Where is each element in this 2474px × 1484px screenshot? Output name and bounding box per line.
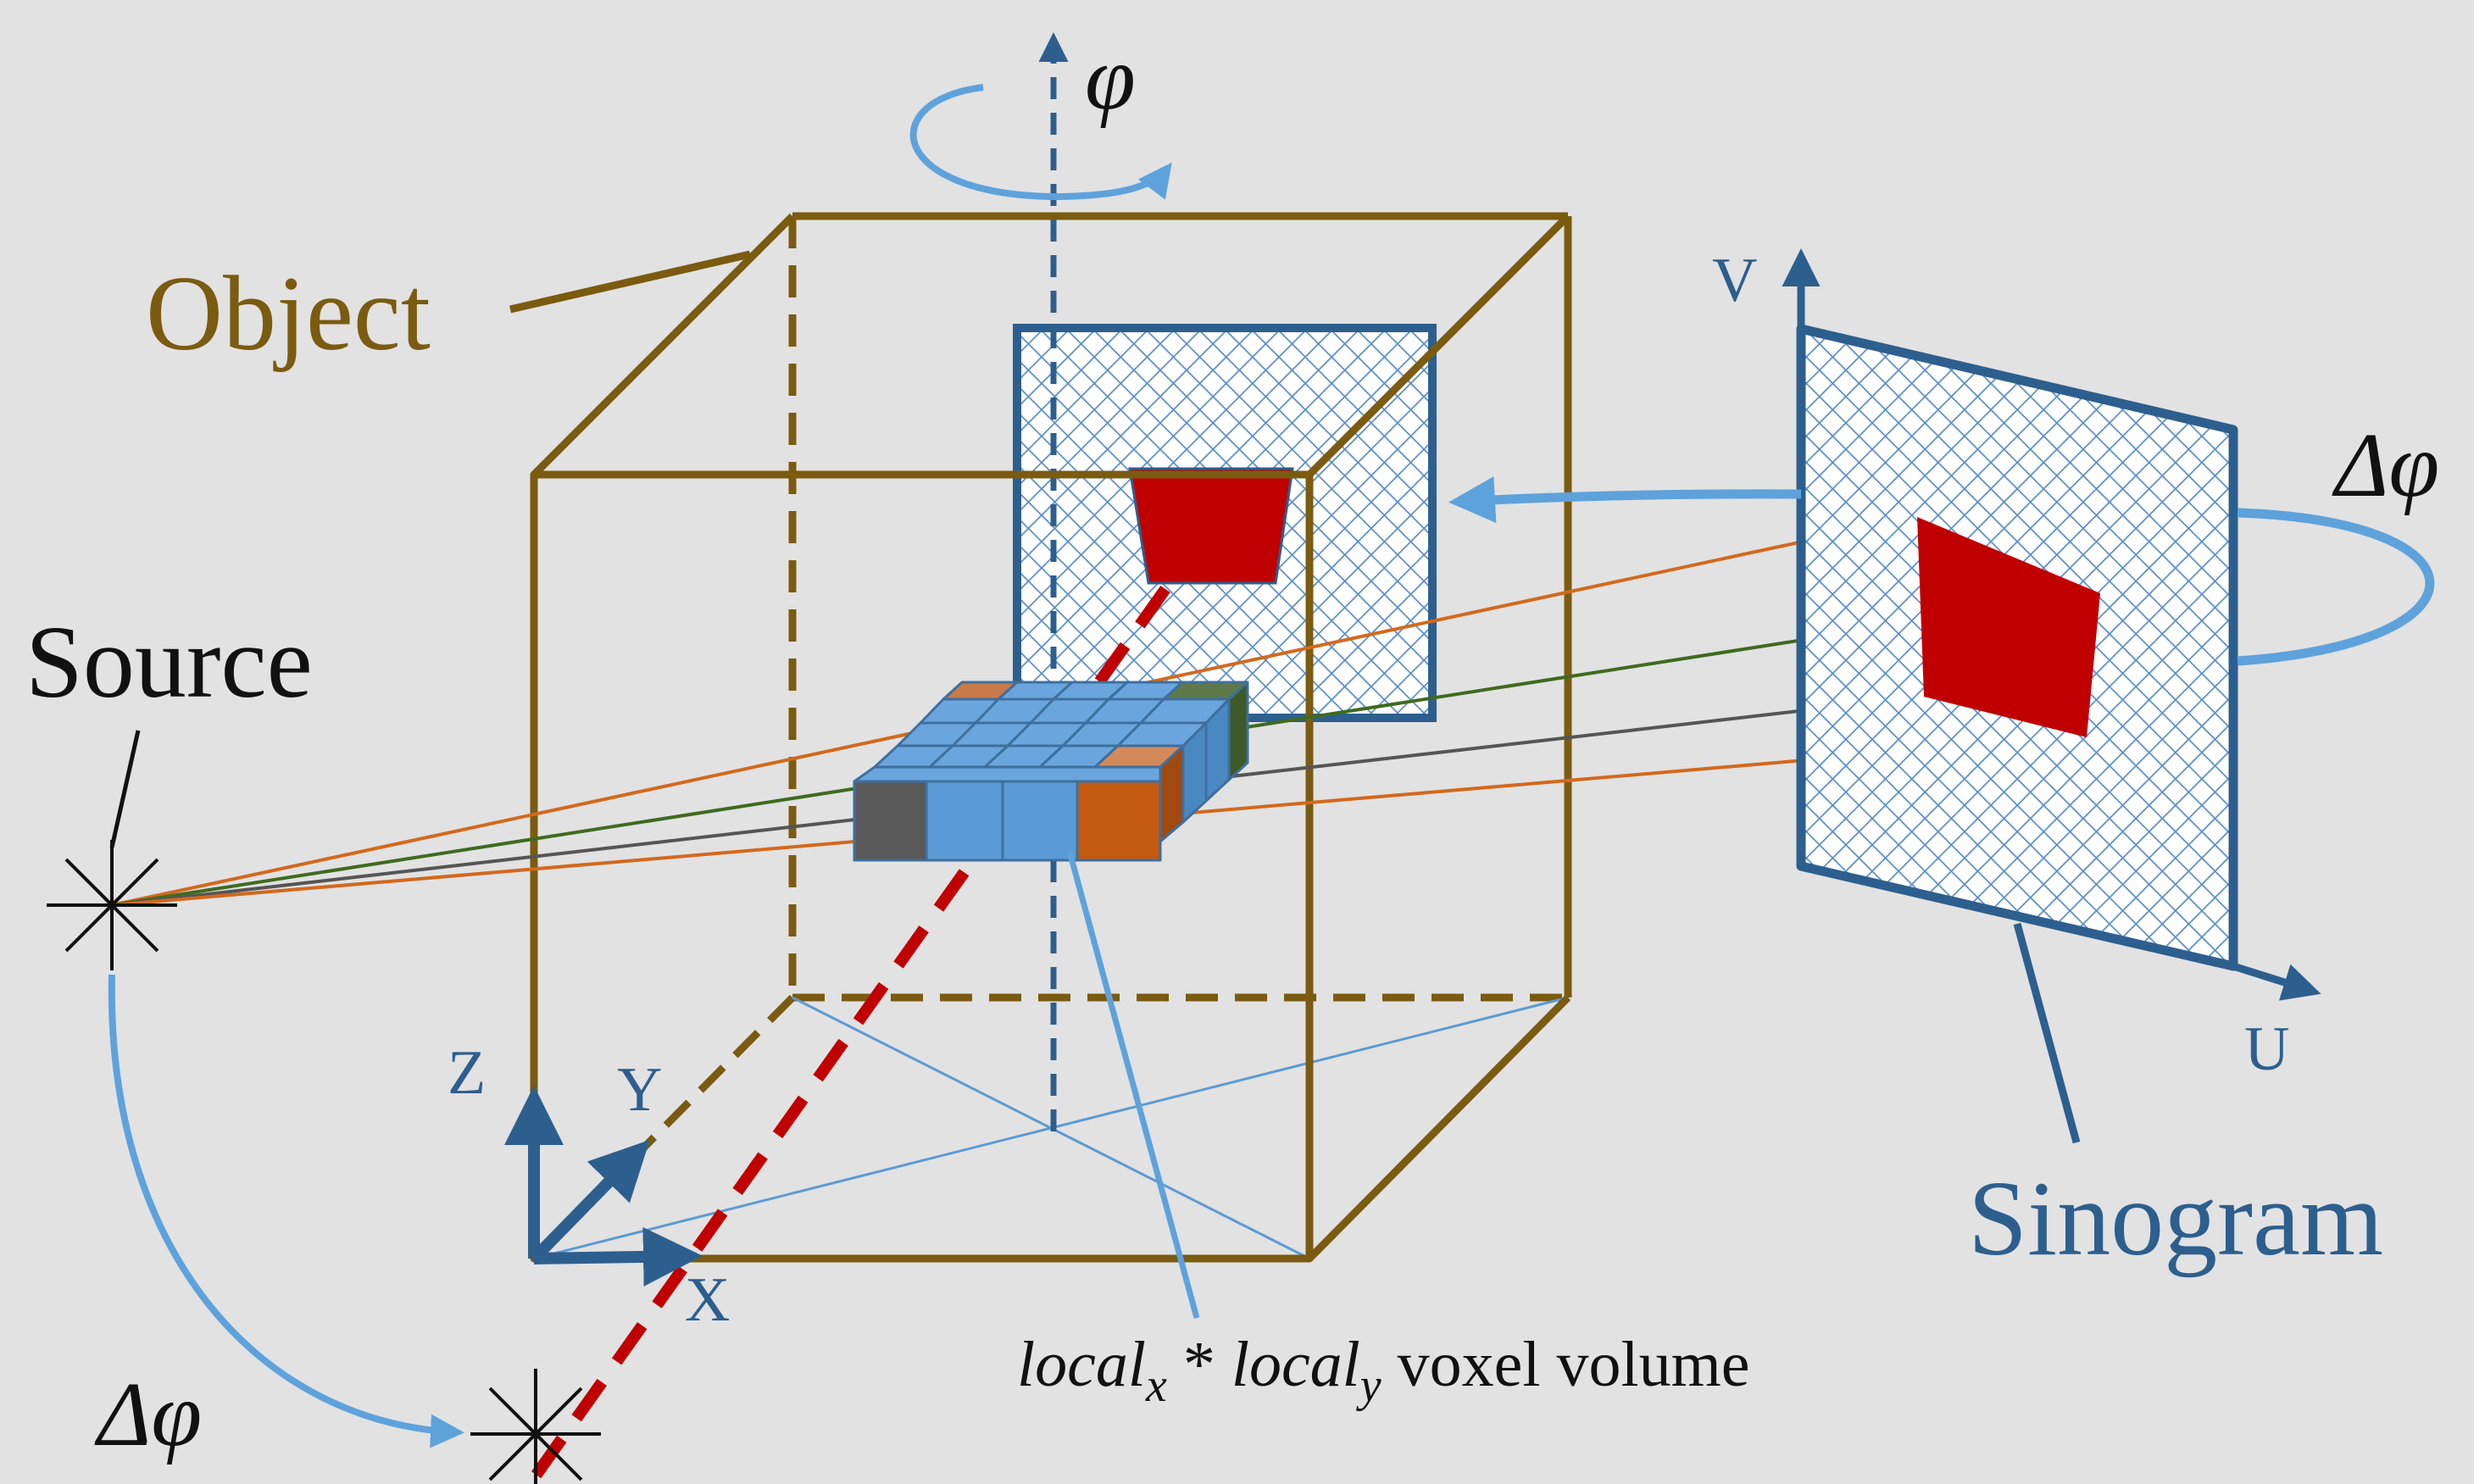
- voxel-caption: localx * localy voxel volume: [1017, 1329, 1749, 1412]
- source-pointer: [109, 730, 141, 848]
- rotated-source-star-icon: [470, 1369, 601, 1484]
- caption-sub-y: y: [1356, 1359, 1382, 1412]
- caption-rest: voxel volume: [1382, 1329, 1750, 1400]
- voxel-front-face: [853, 765, 1162, 862]
- source-label: Source: [25, 605, 313, 720]
- axis-u: [2232, 962, 2321, 1001]
- sinogram-detector: [1782, 248, 2321, 1144]
- caption-local-x: local: [1017, 1329, 1146, 1400]
- phi-label: φ: [1085, 28, 1136, 129]
- voxel-block: [853, 681, 1249, 862]
- axis-x-label: X: [685, 1265, 730, 1335]
- caption-sub-x: x: [1145, 1359, 1167, 1412]
- delta-phi-source-label: Δφ: [94, 1365, 202, 1465]
- sinogram-label: Sinogram: [1968, 1160, 2383, 1278]
- axis-y-label: Y: [617, 1055, 662, 1125]
- axis-z-label: Z: [448, 1038, 486, 1108]
- object-pointer: [509, 250, 752, 314]
- axis-u-label: U: [2244, 1014, 2289, 1084]
- sinogram-pointer: [2013, 922, 2081, 1144]
- object-box: [530, 212, 1572, 1263]
- backprojection-plane: [1013, 324, 1437, 722]
- caption-local-y: local: [1231, 1329, 1360, 1400]
- axis-v-label: V: [1712, 246, 1757, 315]
- delta-phi-detector-label: Δφ: [2332, 415, 2439, 516]
- voxel-pointer: [1066, 851, 1200, 1319]
- xyz-axes: [504, 1086, 703, 1287]
- caption-times: *: [1167, 1329, 1231, 1400]
- rotation-arc-detector-return: [1448, 476, 1802, 524]
- rotation-arc-source: [108, 974, 464, 1448]
- object-label: Object: [146, 255, 431, 373]
- rotation-arc-top: [909, 84, 1172, 201]
- rotation-arc-detector: [2237, 508, 2435, 666]
- voxel-side-face: [1159, 681, 1249, 843]
- source-star-icon: [47, 840, 177, 970]
- voxel-top-face: [873, 681, 1249, 769]
